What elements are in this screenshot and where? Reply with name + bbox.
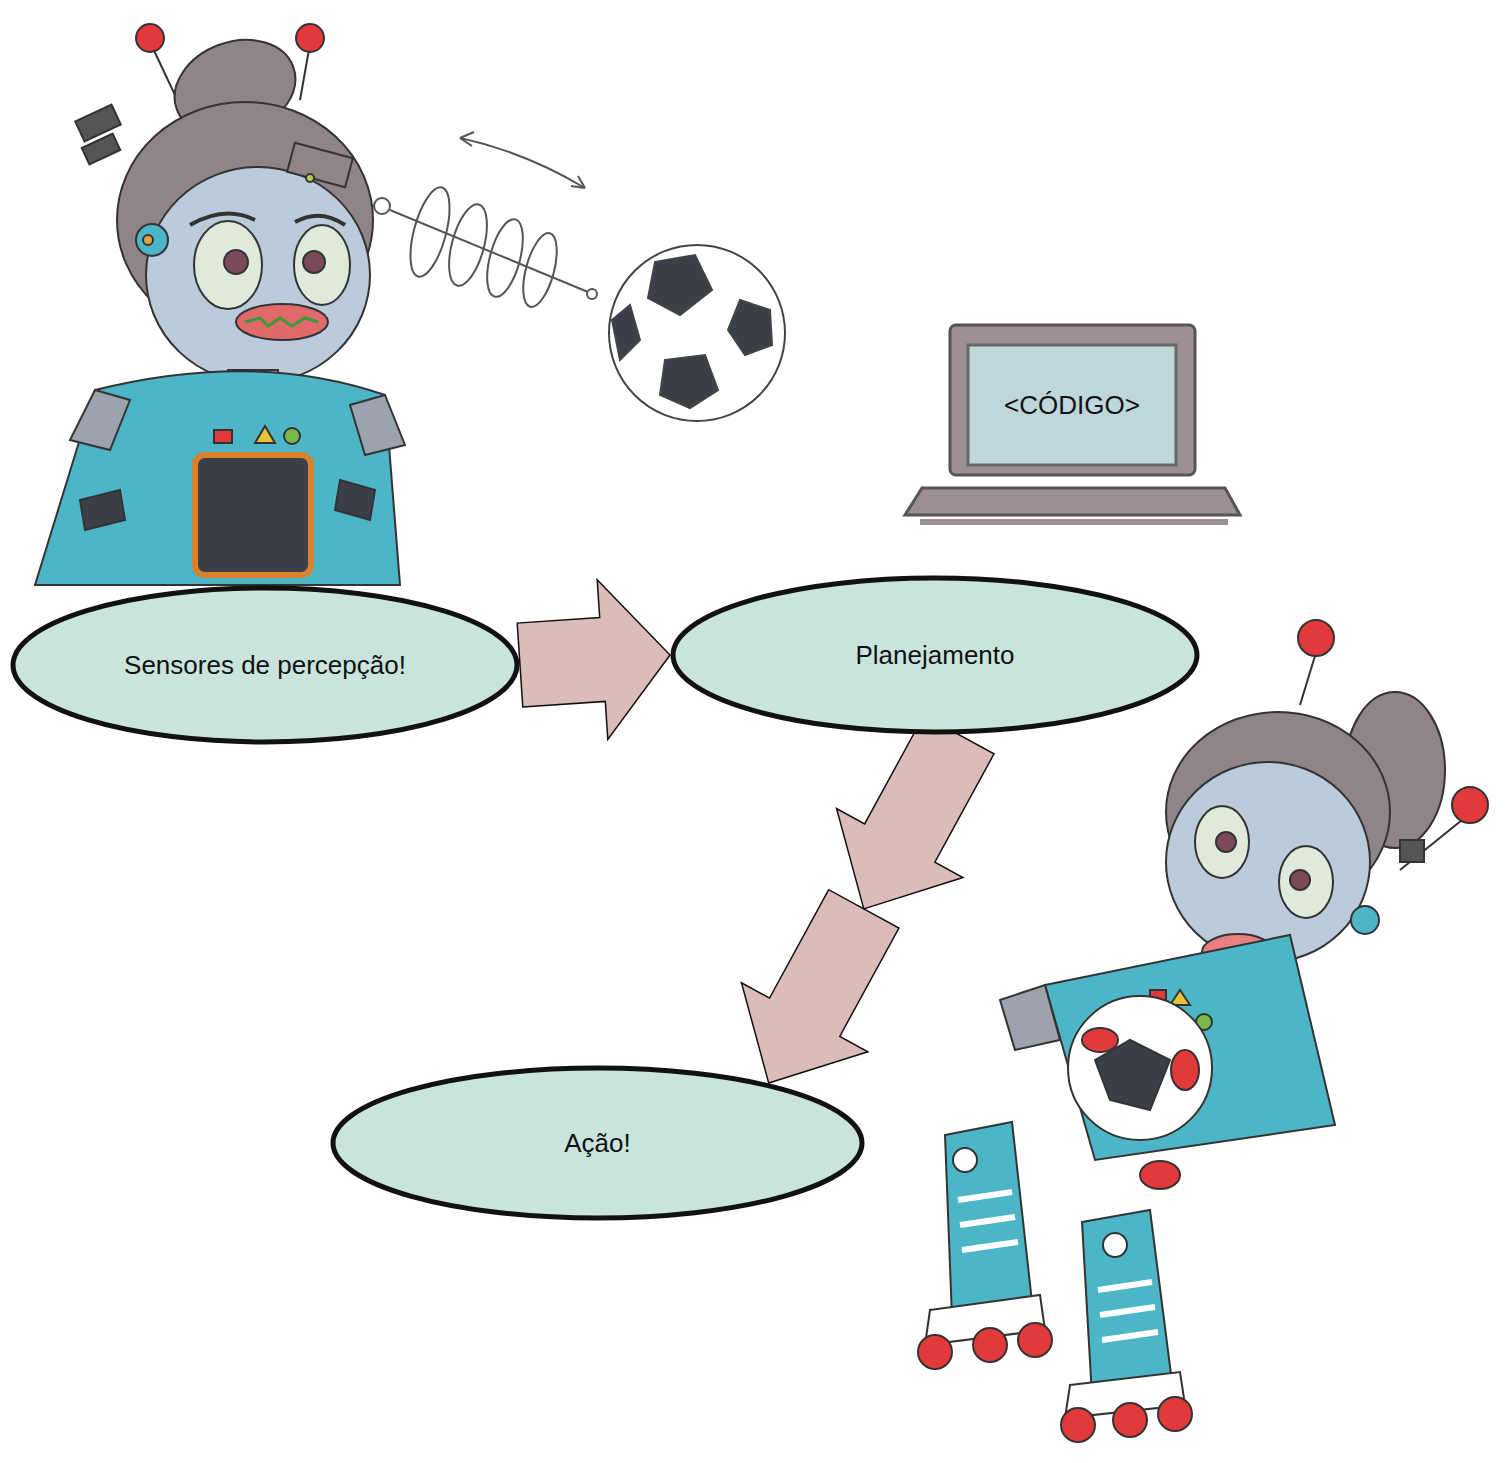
screen-label: <CÓDIGO> [968,390,1176,421]
robot-figure [35,24,405,585]
laptop-icon [905,325,1240,522]
soccer-ball [609,245,785,421]
node-text: Ação! [564,1128,631,1159]
process-ellipse: Ação! [330,1065,865,1221]
sound-waves [374,132,597,310]
process-ellipse: Planejamento [670,575,1200,735]
ellipse-shape [673,578,1197,732]
robot-figure [918,620,1488,1442]
node-text: Sensores de percepção! [124,650,406,681]
process-ellipse: Sensores de percepção! [10,585,520,745]
block-arrow [741,716,994,1084]
node-text: Planejamento [856,640,1015,671]
ellipse-shape [333,1068,862,1218]
block-arrow [517,580,670,740]
ellipse-shape [13,588,517,742]
